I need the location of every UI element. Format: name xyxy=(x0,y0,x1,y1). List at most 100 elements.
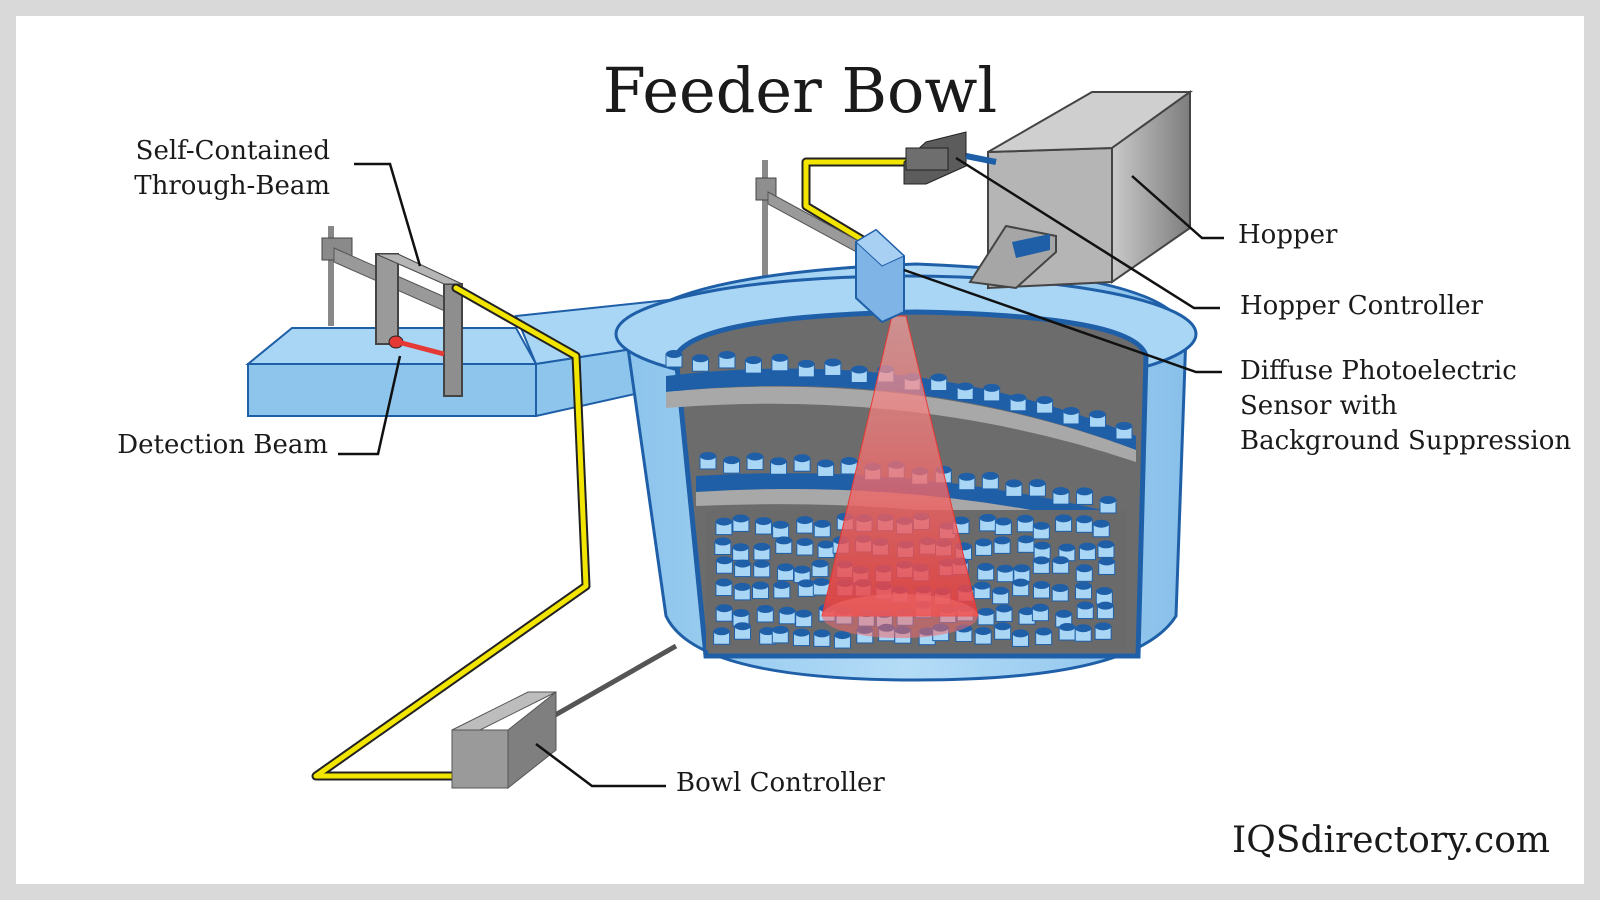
part-cylinder xyxy=(974,627,992,645)
part-cylinder xyxy=(796,516,814,534)
part-cylinder xyxy=(1062,406,1080,425)
diffuse-sensor xyxy=(855,228,905,324)
part-cylinder xyxy=(850,365,868,384)
label-hopper-controller: Hopper Controller xyxy=(1240,291,1484,321)
part-cylinder xyxy=(1075,581,1093,600)
part-cylinder xyxy=(1092,519,1110,538)
part-cylinder xyxy=(715,517,733,536)
part-cylinder xyxy=(1052,487,1070,505)
part-cylinder xyxy=(1075,515,1093,533)
part-cylinder xyxy=(792,628,810,647)
part-cylinder xyxy=(1009,393,1027,412)
part-cylinder xyxy=(753,559,771,578)
part-cylinder xyxy=(770,457,788,475)
part-cylinder xyxy=(713,627,731,645)
part-cylinder xyxy=(773,580,791,599)
part-cylinder xyxy=(817,540,835,559)
part-cylinder xyxy=(813,519,831,538)
part-cylinder xyxy=(714,537,732,556)
part-cylinder xyxy=(723,456,741,474)
part-cylinder xyxy=(930,373,948,392)
label-diffuse-line2: Sensor with xyxy=(1240,391,1398,421)
label-hopper: Hopper xyxy=(1238,220,1338,250)
part-cylinder xyxy=(734,622,752,640)
part-cylinder xyxy=(715,578,733,597)
part-cylinder xyxy=(994,622,1012,640)
part-cylinder xyxy=(813,629,831,647)
part-cylinder xyxy=(775,536,793,554)
part-cylinder xyxy=(1032,556,1050,574)
part-cylinder xyxy=(1036,396,1054,414)
part-cylinder xyxy=(732,514,750,532)
part-cylinder xyxy=(973,581,991,600)
part-cylinder xyxy=(983,383,1001,402)
part-cylinder xyxy=(958,472,976,491)
part-cylinder xyxy=(1076,601,1094,620)
part-cylinder xyxy=(734,559,752,578)
part-cylinder xyxy=(1032,521,1050,540)
part-cylinder xyxy=(1013,564,1031,582)
part-cylinder xyxy=(1052,556,1070,574)
part-cylinder xyxy=(772,520,790,539)
part-cylinder xyxy=(771,625,789,644)
label-diffuse-line1: Diffuse Photoelectric xyxy=(1240,356,1517,386)
part-cylinder xyxy=(665,350,683,368)
part-cylinder xyxy=(1017,535,1035,553)
part-cylinder xyxy=(753,542,771,561)
part-cylinder xyxy=(795,609,813,628)
part-cylinder xyxy=(1095,587,1113,605)
feeder-bowl-diagram: Feeder Bowl xyxy=(117,54,1571,861)
part-cylinder xyxy=(1035,627,1053,646)
part-cylinder xyxy=(995,604,1013,622)
part-cylinder xyxy=(994,517,1012,536)
part-cylinder xyxy=(746,452,764,471)
part-cylinder xyxy=(699,452,717,470)
part-cylinder xyxy=(1075,487,1093,505)
part-cylinder xyxy=(797,579,815,597)
part-cylinder xyxy=(1074,624,1092,642)
part-cylinder xyxy=(1097,540,1115,558)
part-cylinder xyxy=(833,631,851,649)
part-cylinder xyxy=(715,604,733,622)
hopper-controller xyxy=(903,131,997,185)
part-cylinder xyxy=(776,563,794,581)
label-diffuse-line3: Background Suppression xyxy=(1240,426,1571,456)
page-title: Feeder Bowl xyxy=(603,54,998,127)
part-cylinder xyxy=(718,350,736,369)
part-cylinder xyxy=(771,353,789,372)
part-cylinder xyxy=(1115,422,1133,440)
part-cylinder xyxy=(1094,622,1112,640)
part-cylinder xyxy=(756,604,774,623)
part-cylinder xyxy=(1016,514,1034,533)
part-cylinder xyxy=(691,354,709,372)
label-through-beam-line2: Through-Beam xyxy=(134,171,330,201)
through-beam-sensor xyxy=(321,226,463,397)
part-cylinder xyxy=(1012,578,1030,597)
part-cylinder xyxy=(992,586,1010,605)
label-bowl-controller: Bowl Controller xyxy=(676,768,885,798)
part-cylinder xyxy=(1033,541,1051,560)
part-cylinder xyxy=(1031,603,1049,622)
part-cylinder xyxy=(1028,479,1046,497)
part-cylinder xyxy=(981,471,999,490)
part-cylinder xyxy=(1032,581,1050,599)
brand-watermark: IQSdirectory.com xyxy=(1232,820,1550,861)
part-cylinder xyxy=(1005,479,1023,497)
part-cylinder xyxy=(715,556,733,574)
part-cylinder xyxy=(812,578,830,596)
bowl-controller-box xyxy=(451,643,678,790)
part-cylinder xyxy=(752,581,770,600)
part-cylinder xyxy=(977,562,995,581)
part-cylinder xyxy=(956,382,974,400)
leader-lines xyxy=(338,156,1224,788)
label-detection-beam: Detection Beam xyxy=(117,430,328,460)
part-cylinder xyxy=(733,582,751,601)
part-cylinder xyxy=(1051,584,1069,602)
diagram-frame: Feeder Bowl xyxy=(16,16,1584,884)
part-cylinder xyxy=(1055,514,1073,532)
part-cylinder xyxy=(996,564,1014,583)
part-cylinder xyxy=(1078,542,1096,561)
part-cylinder xyxy=(1099,496,1117,514)
part-cylinder xyxy=(793,565,811,584)
part-cylinder xyxy=(979,513,997,532)
